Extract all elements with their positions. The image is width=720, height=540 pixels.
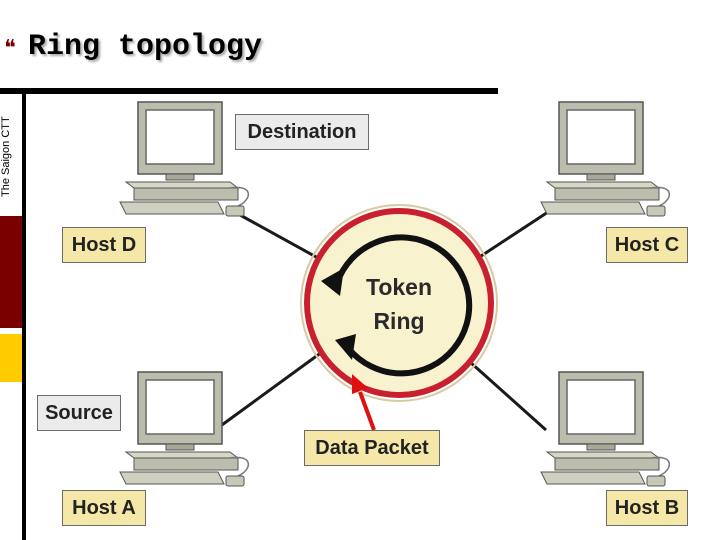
host-d-label: Host D [62, 227, 146, 263]
host-b-label: Host B [606, 490, 688, 526]
computer-icon-host-a [119, 371, 250, 487]
link-host-d [239, 213, 319, 260]
data-packet-label: Data Packet [304, 430, 440, 466]
source-label: Source [37, 395, 121, 431]
token-ring-label-line1: Token [365, 274, 433, 300]
title-bullet-icon: ❝ [4, 36, 16, 61]
sidebar-accent-yellow [0, 334, 22, 382]
link-host-c [477, 210, 549, 260]
token-circulation-arrow-icon [334, 234, 473, 377]
sidebar-accent-red [0, 216, 22, 328]
data-packet-arrow-icon [358, 391, 376, 431]
title-underline [0, 88, 498, 94]
token-arrowhead-icon [321, 268, 344, 296]
destination-label: Destination [235, 114, 369, 150]
host-c-label: Host C [606, 227, 688, 263]
slide-title: Ring topology [28, 30, 263, 64]
token-ring-label: Token Ring [340, 270, 458, 338]
link-host-b [468, 360, 548, 432]
token-ring-label-line2: Ring [373, 308, 425, 334]
link-host-a [214, 350, 323, 432]
sidebar-divider [22, 88, 26, 540]
computer-icon-host-d [119, 101, 250, 217]
computer-icon-host-c [540, 101, 671, 217]
computer-icon-host-b [540, 371, 671, 487]
host-a-label: Host A [62, 490, 146, 526]
token-arrowhead-icon [335, 334, 356, 360]
